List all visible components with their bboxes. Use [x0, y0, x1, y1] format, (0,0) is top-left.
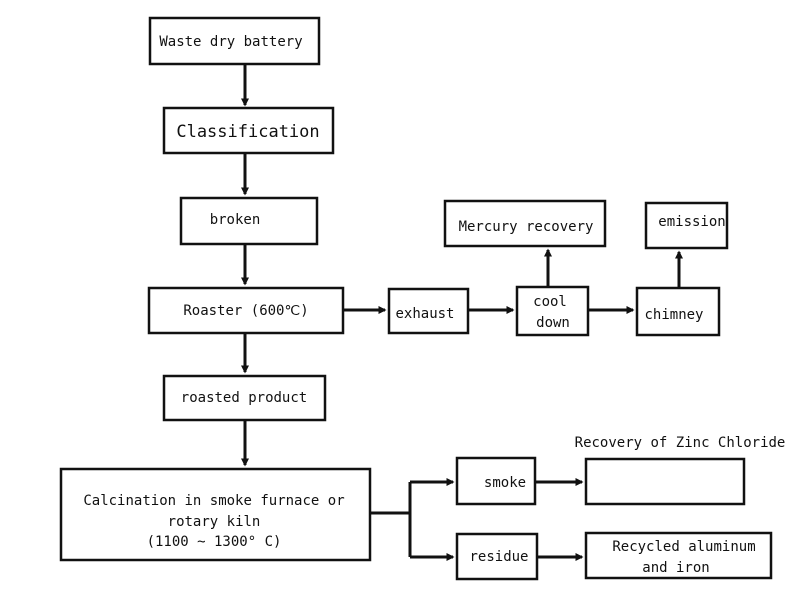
connector-calcination-branch [370, 482, 412, 515]
label-roasted-product: roasted product [181, 390, 307, 406]
node-roasted-product: roasted product [162, 374, 327, 422]
label-roaster: Roaster (600℃) [183, 303, 308, 319]
node-calcination: Calcination in smoke furnace or rotary k… [59, 467, 372, 562]
label-emission: emission [658, 214, 725, 230]
node-broken: broken [179, 196, 319, 246]
node-smoke: smoke [455, 456, 537, 506]
node-emission: emission [644, 201, 729, 250]
node-cool-down: cool down [515, 285, 590, 337]
label-waste-dry-battery: Waste dry battery [159, 34, 302, 50]
label-recycled-line2: and iron [642, 560, 709, 576]
label-residue: residue [469, 549, 528, 565]
label-recycled-line1: Recycled aluminum [612, 539, 755, 555]
label-smoke: smoke [484, 475, 526, 491]
label-broken: broken [210, 212, 261, 228]
label-classification: Classification [176, 122, 319, 142]
node-recycled-aluminum-iron: Recycled aluminum and iron [584, 531, 773, 580]
node-recovery-zinc-chloride: Recovery of Zinc Chloride [575, 435, 786, 506]
label-chimney: chimney [644, 307, 703, 323]
label-recovery-zinc-chloride: Recovery of Zinc Chloride [575, 435, 786, 451]
node-residue: residue [455, 532, 539, 581]
label-cool-down-line2: down [536, 315, 570, 331]
node-chimney: chimney [635, 286, 721, 337]
node-mercury-recovery: Mercury recovery [443, 199, 607, 248]
label-calcination-line3: (1100 ~ 1300° C) [147, 534, 282, 550]
label-calcination-line1: Calcination in smoke furnace or [83, 493, 344, 509]
label-exhaust: exhaust [395, 306, 454, 322]
label-cool-down-line1: cool [533, 294, 567, 310]
node-classification: Classification [162, 106, 335, 155]
edges [241, 64, 683, 561]
label-mercury-recovery: Mercury recovery [459, 219, 594, 235]
node-roaster: Roaster (600℃) [147, 286, 345, 335]
label-calcination-line2: rotary kiln [168, 514, 261, 530]
node-waste-dry-battery: Waste dry battery [148, 16, 321, 66]
node-exhaust: exhaust [387, 287, 470, 335]
